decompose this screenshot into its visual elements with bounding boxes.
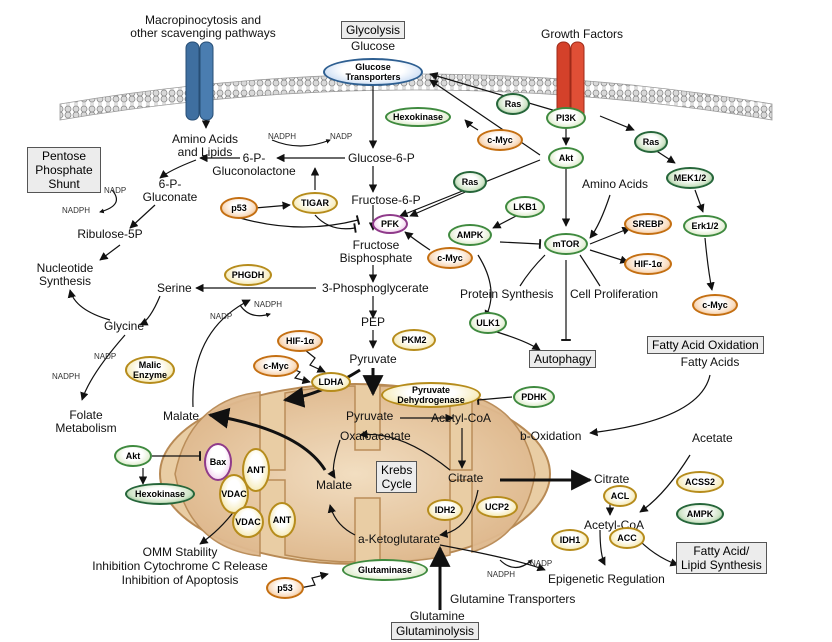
- acc-node[interactable]: ACC: [609, 527, 645, 549]
- srebp-node[interactable]: SREBP: [624, 213, 672, 235]
- c-myc-node[interactable]: c-Myc: [692, 294, 738, 316]
- b-oxidation-label: b-Oxidation: [520, 429, 582, 443]
- a-ketoglutarate-label: a-Ketoglutarate: [358, 532, 441, 546]
- gluconate-label: 6-P- Gluconate: [142, 177, 198, 204]
- glycine-label: Glycine: [104, 319, 145, 333]
- amino-acids-label: Amino Acids: [582, 177, 649, 191]
- glutamine-transporters-label: Glutamine Transporters: [450, 592, 576, 606]
- nucleotide-label: Nucleotide Synthesis: [36, 261, 94, 288]
- fatty-acid-synthesis-box: Fatty Acid/ Lipid Synthesis: [676, 542, 767, 574]
- fatty-acid-oxidation-box: Fatty Acid Oxidation: [647, 336, 764, 354]
- pkm2-node[interactable]: PKM2: [392, 329, 436, 351]
- glucose-label: Glucose: [350, 39, 396, 53]
- ras-node[interactable]: Ras: [496, 93, 530, 115]
- krebs-cycle-box: Krebs Cycle: [376, 461, 418, 493]
- mek-node[interactable]: MEK1/2: [666, 167, 714, 189]
- ldha-node[interactable]: LDHA: [311, 372, 351, 392]
- ant-node[interactable]: ANT: [242, 448, 270, 492]
- serine-label: Serine: [157, 281, 192, 295]
- nadp-label: NADP: [210, 312, 233, 321]
- acss2-node[interactable]: ACSS2: [676, 471, 724, 493]
- akt-node[interactable]: Akt: [548, 147, 584, 169]
- ant-node[interactable]: ANT: [268, 502, 296, 538]
- idh2-node[interactable]: IDH2: [427, 499, 463, 521]
- glucose-6-p-label: Glucose-6-P: [348, 151, 415, 165]
- protein-synthesis-label: Protein Synthesis: [460, 287, 554, 301]
- hif-node[interactable]: HIF-1α: [277, 330, 323, 352]
- p53-node[interactable]: p53: [266, 577, 304, 599]
- nadp-label: NADP: [104, 186, 127, 195]
- nadp-label: NADP: [94, 352, 117, 361]
- nadp-label: NADP: [330, 132, 353, 141]
- fatty-acids-label: Fatty Acids: [680, 355, 740, 369]
- erk-node[interactable]: Erk1/2: [683, 215, 727, 237]
- macropinocytosis-channel: [185, 41, 214, 121]
- fructose-bisphosphate-label: Fructose Bisphosphate: [339, 238, 413, 265]
- vdac-node[interactable]: VDAC: [232, 506, 264, 538]
- p53-node[interactable]: p53: [220, 197, 258, 219]
- citrate-cytosol-label: Citrate: [594, 472, 630, 486]
- ulk1-node[interactable]: ULK1: [469, 312, 507, 334]
- nadph-label: NADPH: [254, 300, 283, 309]
- hexokinase-top[interactable]: Hexokinase: [385, 107, 451, 127]
- cell-proliferation-label: Cell Proliferation: [570, 287, 659, 301]
- nadp-label: NADP: [530, 559, 553, 568]
- pyruvate-mito-label: Pyruvate: [346, 409, 394, 423]
- pyruvate-dehydrogenase-node[interactable]: Pyruvate Dehydrogenase: [381, 382, 481, 408]
- pyruvate-cytosol-label: Pyruvate: [349, 352, 397, 366]
- ampk-node[interactable]: AMPK: [676, 503, 724, 525]
- ras-node[interactable]: Ras: [634, 131, 668, 153]
- glycolysis-box: Glycolysis: [341, 21, 406, 39]
- cell-membrane: [59, 73, 773, 121]
- citrate-mito-label: Citrate: [448, 471, 484, 485]
- pep-label: PEP: [360, 315, 386, 329]
- nadph-label: NADPH: [62, 206, 91, 215]
- akt-node[interactable]: Akt: [114, 445, 152, 467]
- mtor-node[interactable]: mTOR: [544, 233, 588, 255]
- pi3k-node[interactable]: PI3K: [546, 107, 586, 129]
- glutaminolysis-box: Glutaminolysis: [391, 622, 480, 640]
- pfk-node[interactable]: PFK: [372, 214, 408, 234]
- nadph-label: NADPH: [52, 372, 81, 381]
- ampk-node[interactable]: AMPK: [448, 224, 492, 246]
- c-myc-node[interactable]: c-Myc: [253, 355, 299, 377]
- malate-mito-label: Malate: [316, 478, 353, 492]
- phgdh-node[interactable]: PHGDH: [224, 264, 272, 286]
- acl-node[interactable]: ACL: [603, 485, 637, 507]
- glucose-transporters[interactable]: Glucose Transporters: [323, 58, 423, 86]
- nadph-label: NADPH: [487, 570, 516, 579]
- pentose-phosphate-box: Pentose Phosphate Shunt: [27, 147, 101, 193]
- glutaminase-node[interactable]: Glutaminase: [342, 559, 428, 581]
- autophagy-box: Autophagy: [529, 350, 597, 368]
- oxaloacetate-label: Oxaloacetate: [340, 429, 411, 443]
- hexokinase-bottom[interactable]: Hexokinase: [125, 483, 195, 505]
- ribulose-label: Ribulose-5P: [77, 227, 143, 241]
- epigenetic-label: Epigenetic Regulation: [548, 572, 665, 586]
- gluconolactone-label: 6-P- Gluconolactone: [212, 151, 296, 178]
- malic-enzyme-node[interactable]: Malic Enzyme: [125, 356, 175, 384]
- folate-label: Folate Metabolism: [55, 408, 117, 435]
- growth-factors-label: Growth Factors: [540, 27, 624, 41]
- amino-lipids-label: Amino Acids and Lipids: [171, 132, 239, 159]
- c-myc-node[interactable]: c-Myc: [477, 129, 523, 151]
- idh1-node[interactable]: IDH1: [551, 529, 589, 551]
- acetate-label: Acetate: [692, 431, 733, 445]
- hif-node[interactable]: HIF-1α: [624, 253, 672, 275]
- c-myc-node[interactable]: c-Myc: [427, 247, 473, 269]
- nadph-label: NADPH: [268, 132, 297, 141]
- fructose-6-p-label: Fructose-6-P: [351, 193, 421, 207]
- glutamine-label: Glutamine: [410, 609, 465, 623]
- ras-node[interactable]: Ras: [453, 171, 487, 193]
- malate-cytosol-label: Malate: [163, 409, 200, 423]
- lkb1-node[interactable]: LKB1: [505, 196, 545, 218]
- pdhk-node[interactable]: PDHK: [513, 386, 555, 408]
- 3-phosphoglycerate-label: 3-Phosphoglycerate: [322, 281, 429, 295]
- tigar-node[interactable]: TIGAR: [292, 192, 338, 214]
- acetyl-coa-mito-label: Acetyl-CoA: [431, 411, 492, 425]
- ucp2-node[interactable]: UCP2: [476, 496, 518, 518]
- macropinocytosis-label: Macropinocytosis and other scavenging pa…: [130, 13, 276, 40]
- omm-stability-label: OMM Stability Inhibition Cytochrome C Re…: [92, 545, 268, 587]
